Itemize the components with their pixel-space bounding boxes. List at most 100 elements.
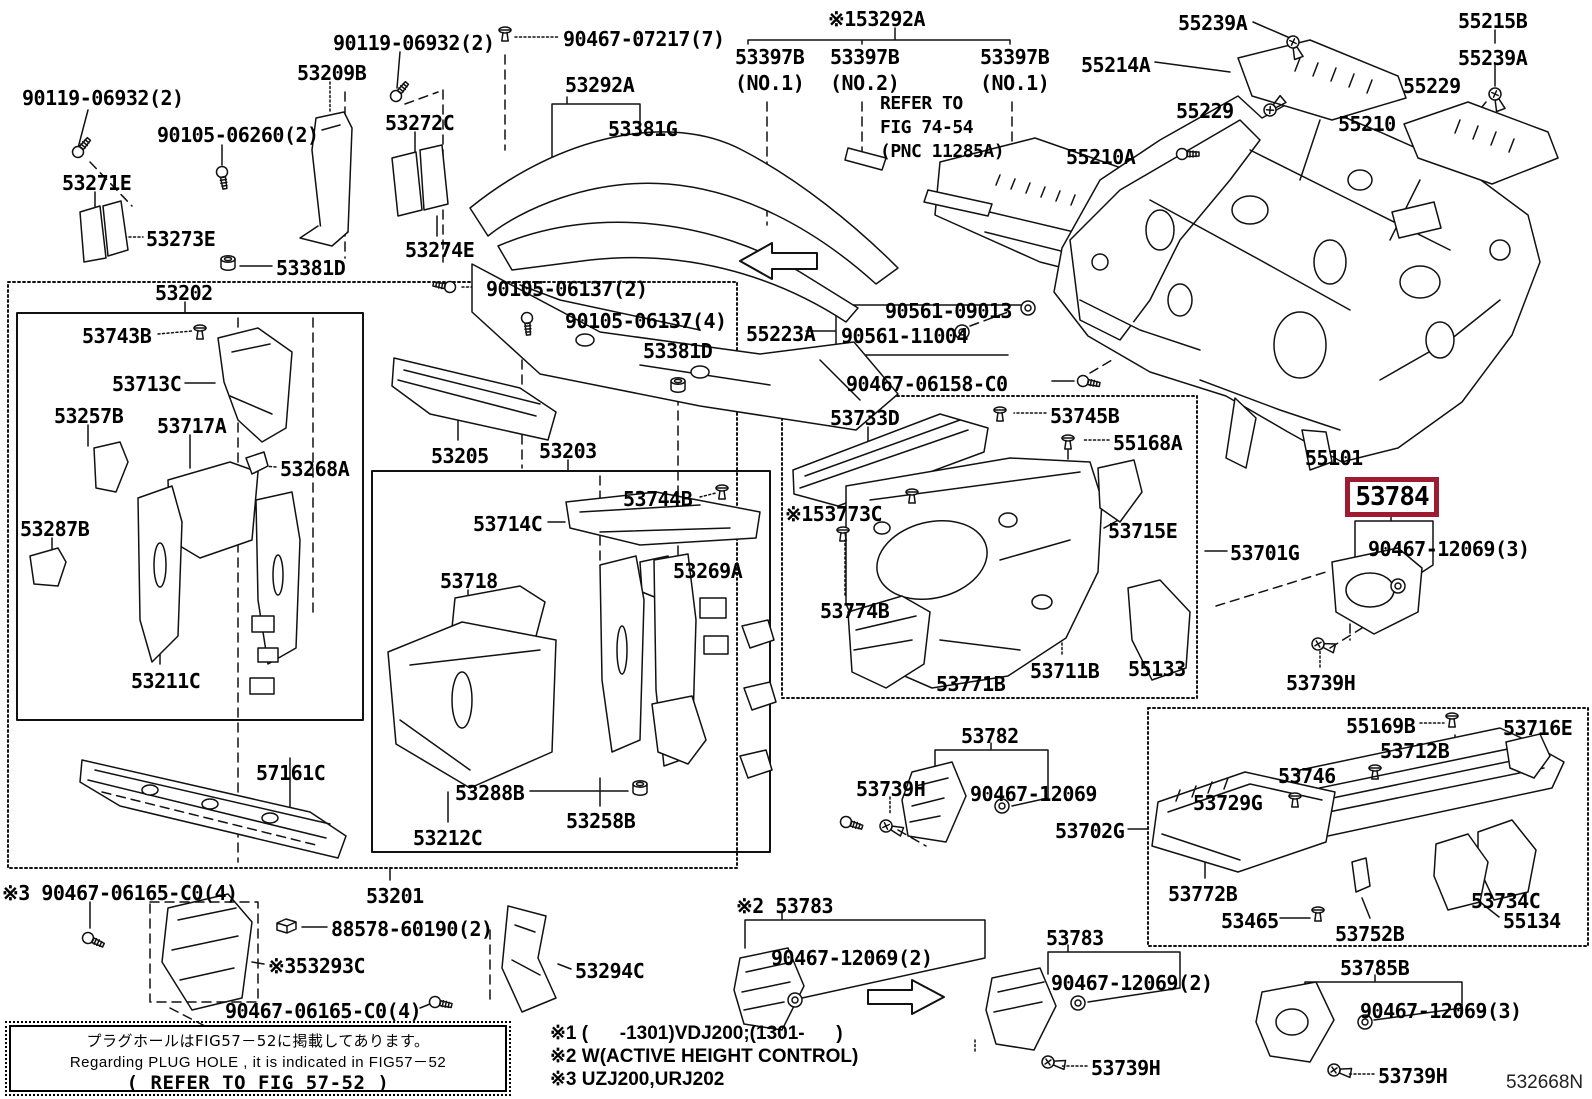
part-label: 53381D xyxy=(276,256,346,280)
clip-icon xyxy=(193,324,207,340)
part-label: 53272C xyxy=(385,111,455,135)
part-label: 53739H xyxy=(1378,1064,1448,1088)
part-label: 55223A xyxy=(746,322,816,346)
screw-icon xyxy=(1309,635,1337,655)
part-label: 90105-06137(2) xyxy=(486,277,648,301)
screw-icon xyxy=(1486,85,1508,113)
part-label: 53397B (NO.1) xyxy=(980,45,1050,96)
part-label: 53288B xyxy=(455,781,525,805)
spacer-icon xyxy=(276,918,297,934)
part-art-lower-crossbar-57161c xyxy=(79,759,347,859)
clip-icon xyxy=(715,484,729,500)
screw-icon xyxy=(877,817,905,839)
clip-icon xyxy=(993,406,1007,422)
part-label: 90105-06137(4) xyxy=(565,309,727,333)
footnote-line: ※3 UZJ200,URJ202 xyxy=(550,1069,725,1090)
part-label: 53752B xyxy=(1335,922,1405,946)
figure-code: 532668N xyxy=(1506,1072,1584,1093)
part-label: 53202 xyxy=(155,281,213,305)
footnote-line: ※1 ( -1301)VDJ200;(1301- ) xyxy=(550,1023,843,1044)
part-label: 53201 xyxy=(366,884,424,908)
arrow-left-icon xyxy=(739,242,818,280)
plug-hole-note-box: プラグホールはFIG57－52に掲載してあります。 Regarding PLUG… xyxy=(5,1021,511,1096)
part-label: 53717A xyxy=(157,414,227,438)
part-label: 53274E xyxy=(405,238,475,262)
part-label: 53702G xyxy=(1055,819,1125,843)
bolt-icon xyxy=(1075,373,1102,391)
part-art-dash-panel-55101-55210 xyxy=(1053,95,1541,471)
part-label: 53744B xyxy=(623,487,693,511)
part-label: 90105-06260(2) xyxy=(157,123,319,147)
part-label: 53739H xyxy=(1091,1056,1161,1080)
part-label: 53381G xyxy=(608,117,678,141)
part-label: 53701G xyxy=(1230,541,1300,565)
part-label: 55134 xyxy=(1503,909,1561,933)
bolt-icon xyxy=(79,929,107,951)
part-art-fender-apron-53711b xyxy=(792,413,1191,689)
part-label: 53712B xyxy=(1380,739,1450,763)
part-art-stay-53293c-seal-53294c xyxy=(149,893,557,1013)
part-label: 53739H xyxy=(1286,671,1356,695)
part-label: 90467-06165-C0(4) xyxy=(225,999,422,1023)
part-art-covers-53782-53783-53785b xyxy=(733,761,1335,1063)
footnote-line: ※2 W(ACTIVE HEIGHT CONTROL) xyxy=(550,1046,859,1067)
screw-icon xyxy=(1040,1054,1067,1072)
footnotes: ※1 ( -1301)VDJ200;(1301- )※2 W(ACTIVE HE… xyxy=(550,1022,858,1091)
direction-arrows xyxy=(739,242,945,1015)
part-label: 53743B xyxy=(82,324,152,348)
part-label: 53716E xyxy=(1503,716,1573,740)
grommet-icon xyxy=(1390,578,1406,594)
assembly-boxes xyxy=(7,281,1589,947)
part-label: 55214A xyxy=(1081,53,1151,77)
part-label: 53714C xyxy=(473,512,543,536)
part-label: 53287B xyxy=(20,517,90,541)
clip-icon xyxy=(1061,434,1075,450)
part-label: 53782 xyxy=(961,724,1019,748)
part-label: 53715E xyxy=(1108,519,1178,543)
part-label: 53269A xyxy=(673,559,743,583)
part-label: 53397B (NO.1) xyxy=(735,45,805,96)
part-label: 53292A xyxy=(565,73,635,97)
part-label: 90119-06932(2) xyxy=(22,86,184,110)
bolt-icon xyxy=(431,277,458,295)
part-label: 55101 xyxy=(1305,446,1363,470)
part-label: 53381D xyxy=(643,339,713,363)
part-label: REFER TO FIG 74-54 (PNC 11285A) xyxy=(880,93,1005,162)
part-label: 53785B xyxy=(1340,956,1410,980)
part-label: 53771B xyxy=(936,672,1006,696)
bolt-icon xyxy=(214,164,232,191)
part-label: 53205 xyxy=(431,444,489,468)
note-line-reference: ( REFER TO FIG 57-52 ) xyxy=(126,1072,390,1094)
part-label: 53203 xyxy=(539,439,597,463)
part-label: 53211C xyxy=(131,669,201,693)
part-label: 53746 xyxy=(1278,764,1336,788)
grommet-icon xyxy=(787,992,803,1008)
grommet-icon xyxy=(1070,995,1086,1011)
part-label: 57161C xyxy=(256,761,326,785)
nut-icon xyxy=(632,780,648,796)
part-art-cowl-side-panels xyxy=(1237,39,1559,185)
part-label: 55169B xyxy=(1346,714,1416,738)
nut-icon xyxy=(220,255,236,271)
arrow-right-icon xyxy=(867,979,945,1015)
clip-icon xyxy=(498,26,512,42)
bolt-icon xyxy=(838,814,865,834)
nut-icon xyxy=(670,377,686,393)
part-label: 53734C xyxy=(1471,889,1541,913)
part-label: 88578-60190(2) xyxy=(331,917,493,941)
screw-icon xyxy=(1326,1062,1353,1080)
part-label: 53783 xyxy=(1046,926,1104,950)
bolt-icon xyxy=(427,994,454,1012)
part-label: 90467-07217(7) xyxy=(563,27,725,51)
bolt-icon xyxy=(69,134,94,161)
part-label: ※2 53783 xyxy=(736,894,834,918)
part-label: 55229 xyxy=(1403,74,1461,98)
part-label: ※353293C xyxy=(268,954,366,978)
part-label: 53713C xyxy=(112,372,182,396)
part-label: 53258B xyxy=(566,809,636,833)
part-label: ※153292A xyxy=(828,7,926,31)
part-label: 55215B xyxy=(1458,9,1528,33)
part-art-cowl-top-53292a xyxy=(469,131,899,431)
part-label: 90467-12069(3) xyxy=(1360,999,1522,1023)
